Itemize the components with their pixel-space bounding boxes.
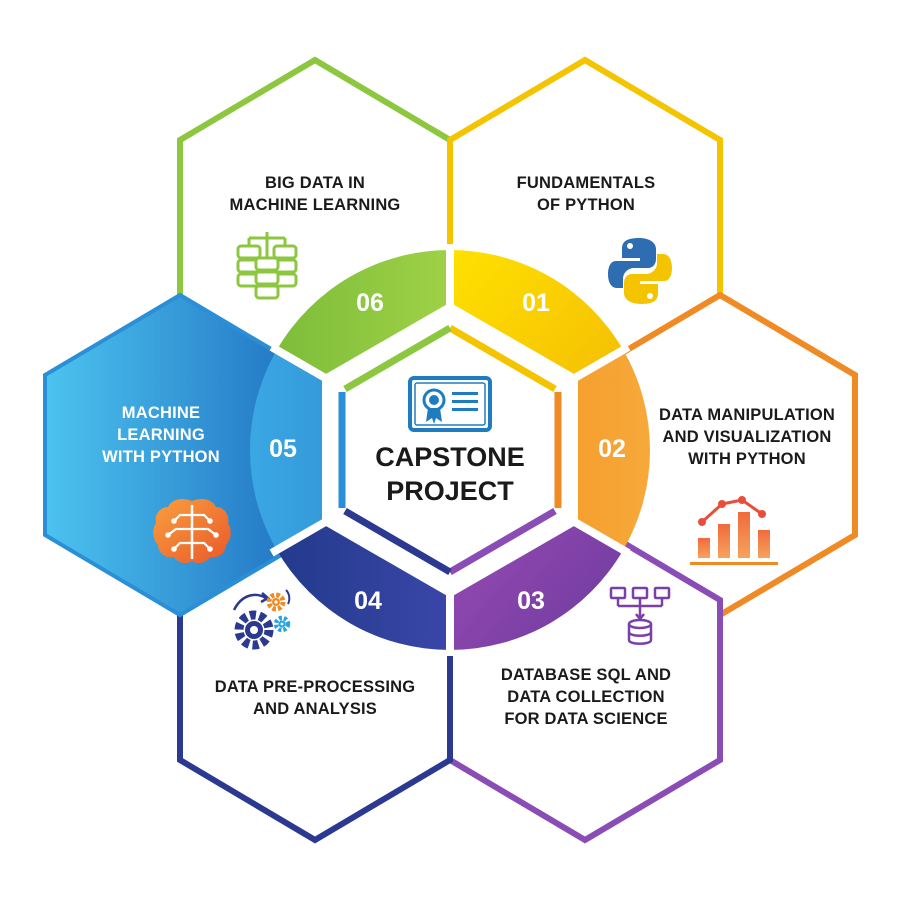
module-number-03: 03 [517, 587, 545, 615]
gears-icon [232, 589, 291, 650]
center-hexagon [322, 302, 578, 598]
certificate-icon [408, 376, 492, 432]
module-number-04: 04 [354, 587, 382, 615]
brain-circuit-icon [153, 499, 231, 564]
module-number-02: 02 [598, 435, 626, 463]
module-number-06: 06 [356, 289, 384, 317]
bar-line-chart-icon [690, 496, 778, 565]
module-number-05: 05 [269, 435, 297, 463]
database-flow-icon [609, 586, 671, 645]
module-number-01: 01 [522, 289, 550, 317]
python-logo-icon [608, 238, 672, 304]
server-stack-icon [236, 232, 298, 300]
